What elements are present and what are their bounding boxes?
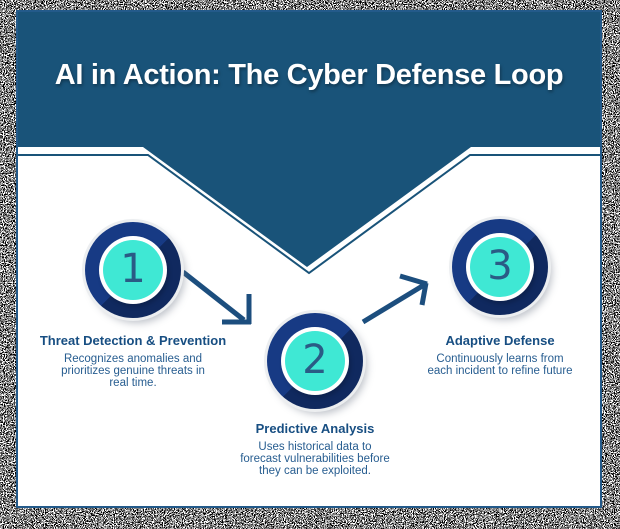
step-1-number: 1 bbox=[120, 246, 146, 292]
step-3-desc-line: each incident to refine future bbox=[427, 365, 573, 377]
step-2-desc-line: Uses historical data to bbox=[258, 441, 372, 453]
arrow-step2-to-step3-icon bbox=[361, 273, 429, 325]
step-1-desc-line: prioritizes genuine threats in bbox=[61, 365, 205, 377]
step-2: 2 Predictive Analysis Uses historical da… bbox=[200, 313, 430, 477]
step-2-badge-core: 2 bbox=[285, 331, 345, 391]
step-1-desc-line: real time. bbox=[109, 377, 157, 389]
step-3-badge-core: 3 bbox=[470, 237, 530, 297]
banner-fill bbox=[18, 12, 600, 267]
step-2-description: Uses historical data to forecast vulnera… bbox=[200, 441, 430, 477]
step-3-description: Continuously learns from each incident t… bbox=[385, 353, 615, 377]
step-1-badge: 1 bbox=[85, 222, 181, 318]
page-title: AI in Action: The Cyber Defense Loop bbox=[54, 59, 564, 91]
banner-shape bbox=[18, 12, 600, 275]
step-2-badge-ring: 2 bbox=[281, 327, 349, 395]
step-3-badge-ring: 3 bbox=[466, 233, 534, 301]
step-2-desc-line: forecast vulnerabilities before bbox=[240, 453, 390, 465]
step-3-desc-line: Continuously learns from bbox=[436, 353, 564, 365]
step-1-desc-line: Recognizes anomalies and bbox=[63, 353, 203, 365]
step-2-number: 2 bbox=[302, 337, 328, 383]
step-1-title: Threat Detection & Prevention bbox=[39, 333, 227, 348]
step-2-badge: 2 bbox=[267, 313, 363, 409]
step-3-title: Adaptive Defense bbox=[445, 333, 555, 348]
step-1-description: Recognizes anomalies and prioritizes gen… bbox=[18, 353, 248, 389]
step-1-badge-ring: 1 bbox=[99, 236, 167, 304]
step-3-number: 3 bbox=[487, 243, 513, 289]
step-3: 3 Adaptive Defense Continuously learns f… bbox=[385, 219, 615, 377]
banner-echo-line bbox=[18, 154, 600, 275]
arrow-step1-to-step2-icon bbox=[181, 270, 252, 325]
step-1-badge-core: 1 bbox=[103, 240, 163, 300]
step-3-badge: 3 bbox=[452, 219, 548, 315]
step-2-desc-line: they can be exploited. bbox=[259, 465, 371, 477]
infographic-card: AI in Action: The Cyber Defense Loop 1 T… bbox=[16, 10, 602, 508]
step-1: 1 Threat Detection & Prevention Recogniz… bbox=[18, 222, 248, 389]
step-2-title: Predictive Analysis bbox=[255, 421, 375, 436]
